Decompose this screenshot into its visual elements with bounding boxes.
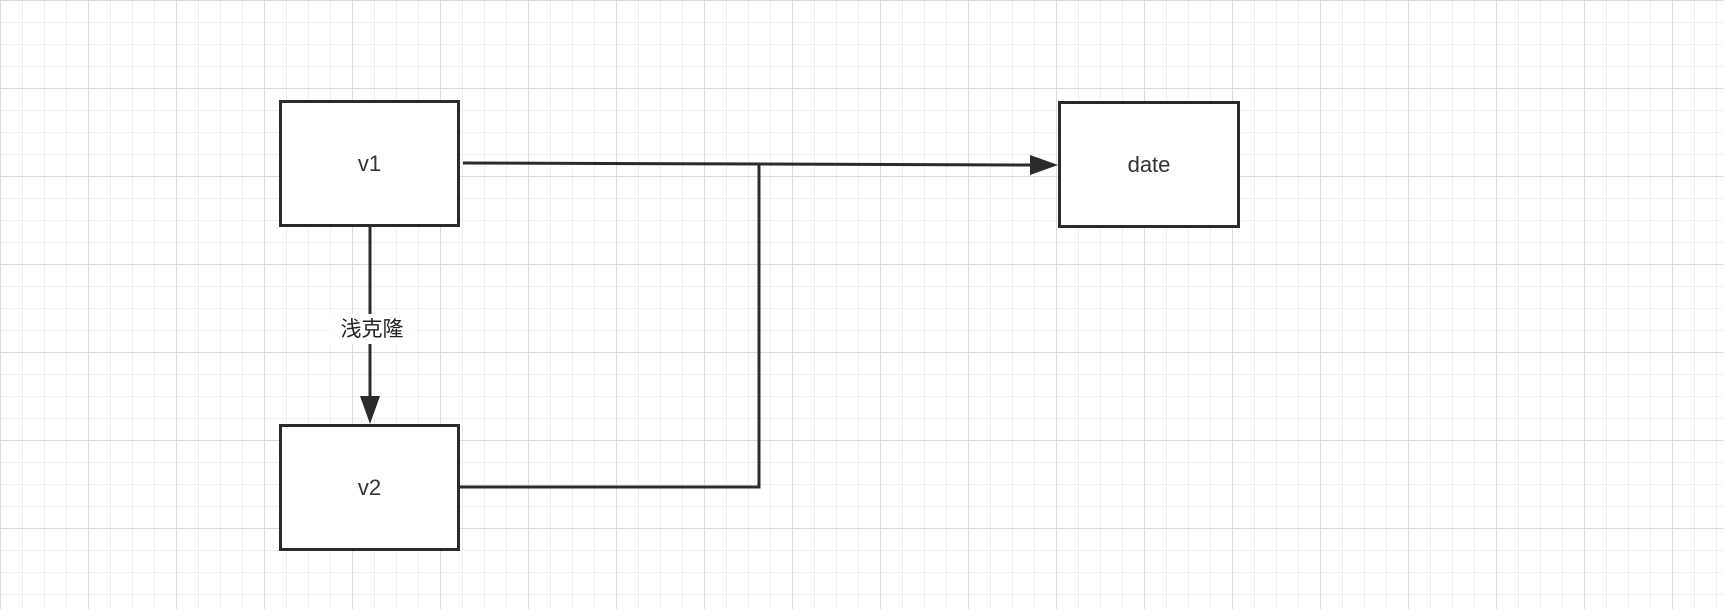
node-date-label: date <box>1127 151 1171 177</box>
arrowhead-date <box>1030 155 1058 175</box>
edge-v1-to-date <box>462 161 1031 167</box>
node-v2[interactable]: v2 <box>279 424 460 551</box>
edge-v2-to-date <box>460 164 761 489</box>
node-date[interactable]: date <box>1058 101 1240 228</box>
node-v2-label: v2 <box>357 474 382 500</box>
edge-label-shallow-clone: 浅克隆 <box>330 314 414 344</box>
node-v1-label: v1 <box>357 150 382 176</box>
node-v1[interactable]: v1 <box>279 100 460 227</box>
arrowhead-v2 <box>360 396 380 424</box>
